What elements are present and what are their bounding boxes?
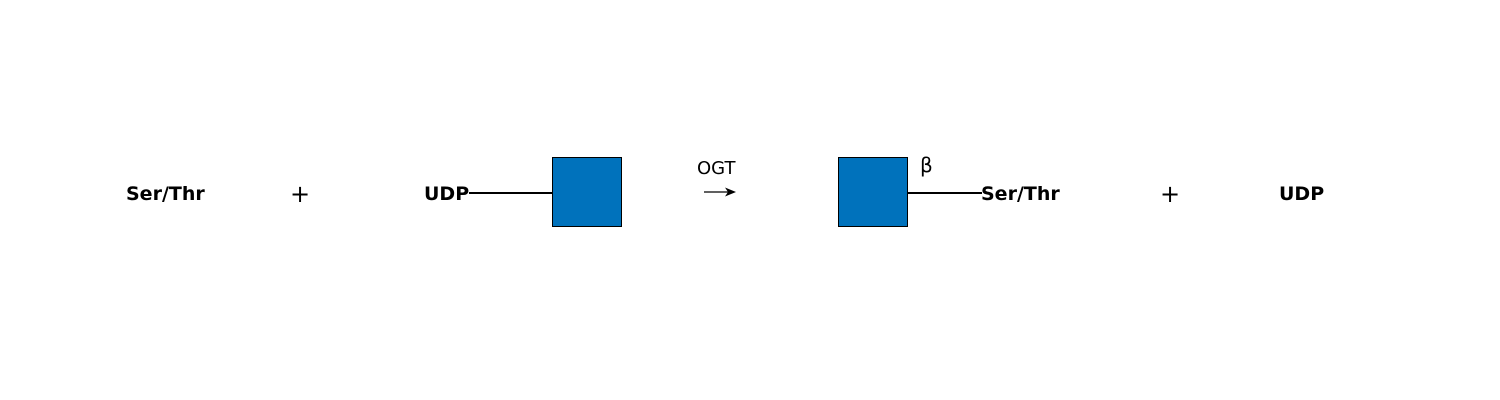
product-ser-thr-label: Ser/Thr xyxy=(981,183,1060,205)
ser-thr-glycosidic-bond xyxy=(908,192,982,194)
glcnac-square-icon-product xyxy=(838,157,908,227)
product-udp-label: UDP xyxy=(1279,183,1325,205)
enzyme-ogt-label: OGT xyxy=(697,158,736,179)
plus-sign-2: + xyxy=(1160,180,1181,208)
beta-anomer-label: β xyxy=(920,153,933,177)
udp-glycosidic-bond xyxy=(469,192,552,194)
reactant-udp-label: UDP xyxy=(424,183,470,205)
right-arrow-icon xyxy=(704,187,736,197)
reactant-ser-thr-label: Ser/Thr xyxy=(126,183,205,205)
glcnac-square-icon-reactant xyxy=(552,157,622,227)
plus-sign-1: + xyxy=(290,180,311,208)
